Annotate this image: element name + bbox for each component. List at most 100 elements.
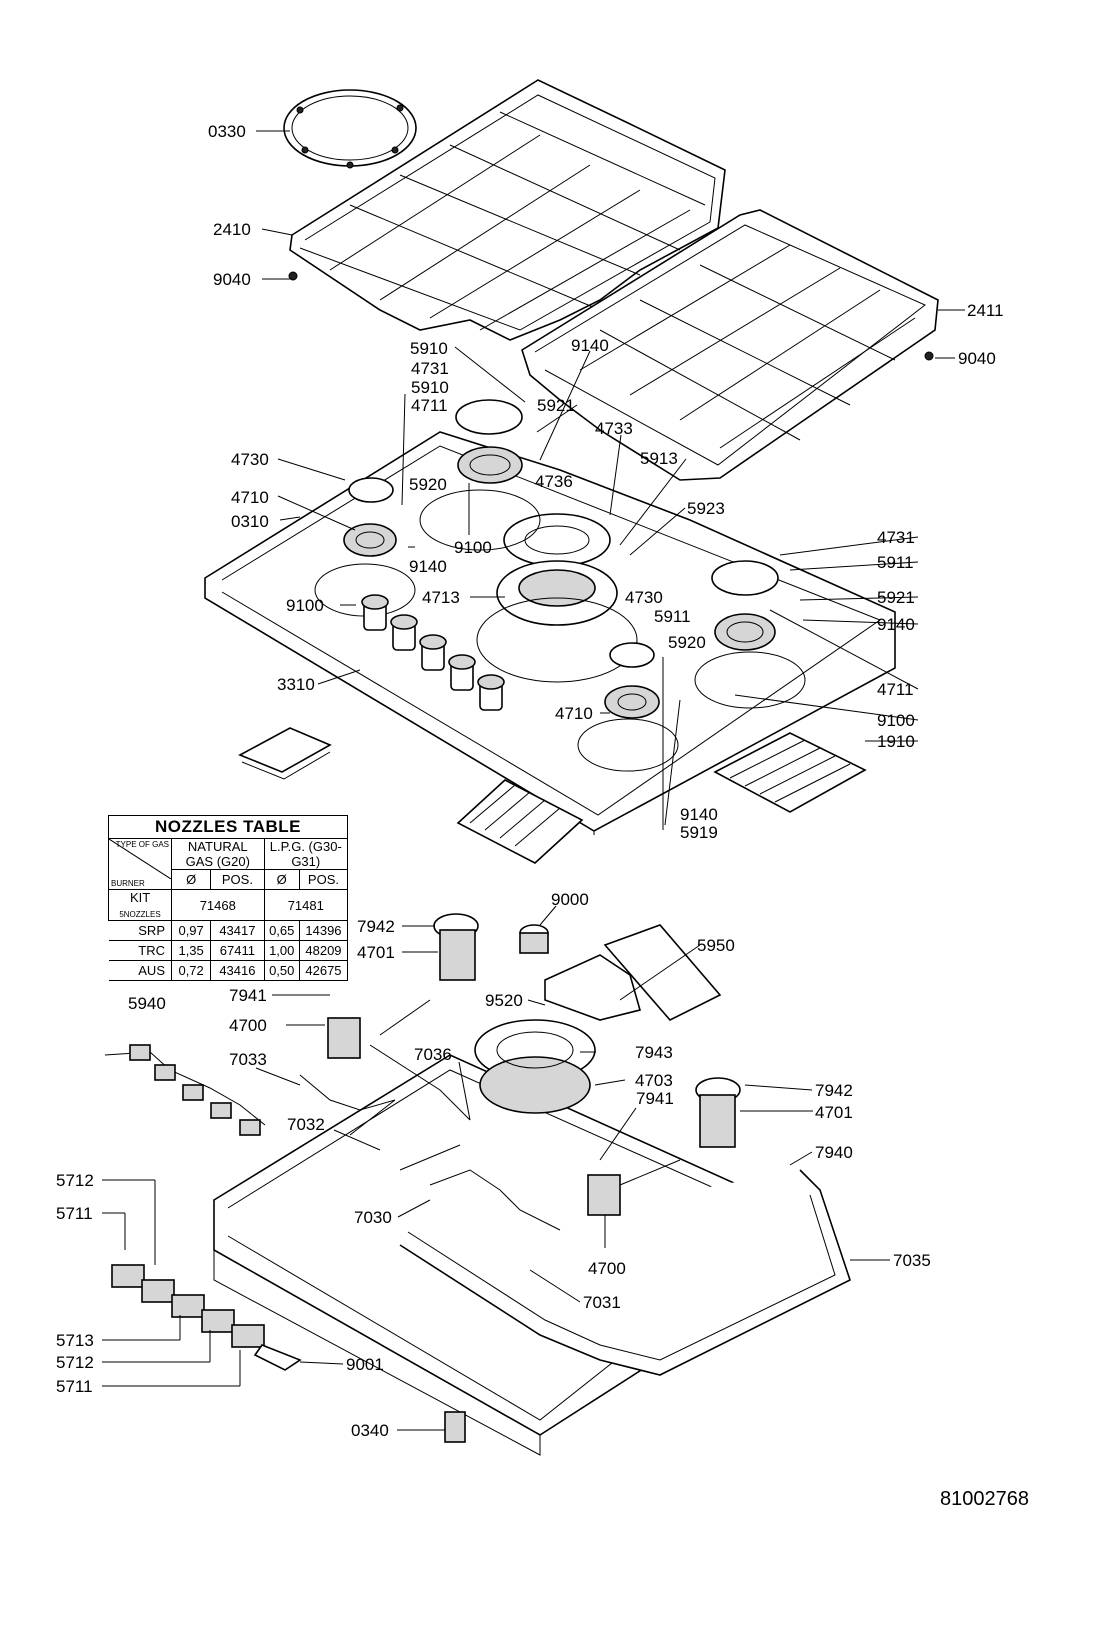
label-7941: 7941 (636, 1089, 674, 1108)
pan-support-grid-right (521, 209, 939, 481)
label-9040: 9040 (958, 349, 996, 368)
burner-4713-large (476, 513, 638, 683)
label-0340: 0340 (351, 1421, 389, 1440)
label-9140: 9140 (571, 336, 609, 355)
label-4710: 4710 (231, 488, 269, 507)
label-0310: 0310 (231, 512, 269, 531)
burner-4711-rear (419, 399, 541, 551)
label-5711: 5711 (56, 1204, 93, 1223)
label-4700: 4700 (229, 1016, 267, 1035)
ng-position: 67411 (210, 940, 265, 961)
burner-4710-left (314, 477, 416, 617)
burner-name: AUS (108, 960, 172, 981)
valve-4700-bottom (587, 1174, 621, 1216)
sub-pos: POS. (210, 869, 265, 890)
ng-diameter: 0,72 (170, 960, 212, 981)
col-natural-gas: NATURAL GAS (G20) (171, 838, 265, 870)
label-9100: 9100 (286, 596, 324, 615)
ng-diameter: 1,35 (170, 940, 212, 961)
ignition-module-5950 (544, 924, 722, 1021)
valve-4701-right (695, 1077, 741, 1148)
gas-pipes (299, 999, 681, 1231)
label-1910: 1910 (877, 732, 915, 751)
wok-ring-0330 (283, 89, 417, 169)
label-9520: 9520 (485, 991, 523, 1010)
lpg-position: 42675 (298, 960, 349, 981)
sub-dia: Ø (170, 869, 212, 890)
label-4701: 4701 (815, 1103, 853, 1122)
label-7036: 7036 (414, 1045, 452, 1064)
rubber-foot-9040-left (288, 271, 298, 281)
label-4711: 4711 (877, 680, 914, 699)
ng-diameter: 0,97 (170, 920, 212, 941)
wiring-5940 (104, 1044, 266, 1136)
label-5913: 5913 (640, 449, 678, 468)
label-4701: 4701 (357, 943, 395, 962)
lpg-position: 48209 (298, 940, 349, 961)
label-4710: 4710 (555, 704, 593, 723)
label-7032: 7032 (287, 1115, 325, 1134)
burner-cup-4703 (474, 1019, 596, 1114)
label-4736: 4736 (535, 472, 573, 491)
label-5950: 5950 (697, 936, 735, 955)
gas-valves-57xx (111, 1264, 302, 1371)
kit-label: KIT 5NOZZLES (108, 889, 172, 921)
gas-ramp-7035 (399, 1169, 851, 1376)
kit-natural: 71468 (171, 889, 265, 921)
label-9140: 9140 (680, 805, 718, 824)
gasket-strips-1910 (713, 732, 867, 813)
label-2410: 2410 (213, 220, 251, 239)
label-5921: 5921 (877, 588, 915, 607)
table-row: AUS 0,72 43416 0,50 42675 (108, 960, 349, 981)
burner-4710-front (577, 642, 679, 772)
valve-4700-left (327, 1017, 361, 1059)
table-row: TRC 1,35 67411 1,00 48209 (108, 940, 349, 961)
label-5712: 5712 (56, 1171, 94, 1190)
label-5923: 5923 (687, 499, 725, 518)
label-4730: 4730 (231, 450, 269, 469)
label-4733: 4733 (595, 419, 633, 438)
label-9040: 9040 (213, 270, 251, 289)
label-5712: 5712 (56, 1353, 94, 1372)
grid-pad (456, 779, 584, 864)
label-9000: 9000 (551, 890, 589, 909)
label-5911: 5911 (654, 607, 691, 626)
label-5711: 5711 (56, 1377, 93, 1396)
label-5920: 5920 (668, 633, 706, 652)
label-7033: 7033 (229, 1050, 267, 1069)
label-4711: 4711 (411, 396, 448, 415)
label-4731: 4731 (877, 528, 915, 547)
label-5921: 5921 (537, 396, 575, 415)
label-3310: 3310 (277, 675, 315, 694)
ng-position: 43417 (210, 920, 265, 941)
label-4700: 4700 (588, 1259, 626, 1278)
label-5911: 5911 (877, 553, 914, 572)
label-5910: 5910 (410, 339, 448, 358)
label-7942: 7942 (357, 917, 395, 936)
sub-pos: POS. (298, 869, 349, 890)
kit-lpg: 71481 (263, 889, 349, 921)
label-9140: 9140 (877, 615, 915, 634)
label-4731: 4731 (411, 359, 449, 378)
label-5920: 5920 (409, 475, 447, 494)
label-9001: 9001 (346, 1355, 384, 1374)
label-4713: 4713 (422, 588, 460, 607)
rubber-foot-9040-right (924, 351, 934, 361)
table-row: SRP 0,97 43417 0,65 14396 (108, 920, 349, 941)
nozzles-table-corner: TYPE OF GAS BURNER (108, 838, 172, 890)
label-5940: 5940 (128, 994, 166, 1013)
label-7030: 7030 (354, 1208, 392, 1227)
burner-name: TRC (108, 940, 172, 961)
document-number: 81002768 (940, 1488, 1029, 1510)
nozzles-table-title: NOZZLES TABLE (108, 815, 348, 839)
bracket-0340 (444, 1411, 466, 1443)
ng-position: 43416 (210, 960, 265, 981)
label-9100: 9100 (877, 711, 915, 730)
lpg-position: 14396 (298, 920, 349, 941)
lpg-diameter: 0,65 (263, 920, 300, 941)
part-labels: 0330 2410 9040 2411 9040 5910 9140 4731 … (56, 122, 1004, 1440)
lpg-diameter: 0,50 (263, 960, 300, 981)
corner-burner: BURNER (111, 879, 145, 888)
pan-support-grid-left (289, 79, 726, 341)
